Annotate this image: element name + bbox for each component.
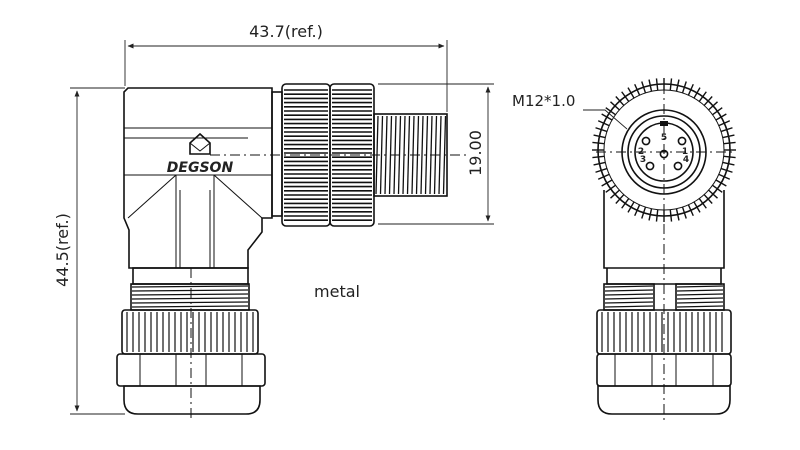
width-dimension: 43.7(ref.) bbox=[124, 22, 448, 112]
coupling-nut-knurl-right bbox=[329, 83, 375, 227]
gland-seal-cap bbox=[123, 385, 261, 415]
pin-label-3: 3 bbox=[640, 155, 646, 165]
pin-hole-1 bbox=[677, 136, 687, 146]
front-gland-seal-cap bbox=[597, 385, 731, 415]
width-dimension-label: 43.7(ref.) bbox=[249, 22, 323, 41]
thread-spec-label: M12*1.0 bbox=[512, 92, 575, 110]
material-note: metal bbox=[314, 282, 360, 301]
housing-body bbox=[123, 87, 283, 269]
pin-hole-2 bbox=[641, 136, 651, 146]
lower-neck bbox=[130, 267, 250, 311]
front-gland-nut bbox=[596, 309, 732, 355]
height-dimension-label: 44.5(ref.) bbox=[53, 213, 72, 287]
pin-hole-3 bbox=[645, 161, 655, 171]
pin-label-4: 4 bbox=[683, 155, 689, 165]
height-dimension: 44.5(ref.) bbox=[53, 87, 125, 415]
degson-logo: DEGSON bbox=[167, 132, 234, 176]
thread-spec-callout: M12*1.0 bbox=[512, 92, 628, 130]
gland-nut bbox=[121, 309, 259, 355]
thread-diameter-label: 19.00 bbox=[466, 130, 485, 176]
side-view: DEGSON bbox=[116, 83, 470, 420]
front-view: 5 1 2 3 4 M12*1.0 bbox=[512, 78, 736, 420]
coupling-nut-knurl-left bbox=[281, 83, 331, 227]
front-neck-threads bbox=[603, 283, 725, 311]
brand-text: DEGSON bbox=[167, 160, 234, 176]
thread-diameter-dimension: 19.00 bbox=[378, 83, 494, 225]
front-knurled-nut bbox=[592, 78, 736, 222]
pin-hole-4 bbox=[673, 161, 683, 171]
